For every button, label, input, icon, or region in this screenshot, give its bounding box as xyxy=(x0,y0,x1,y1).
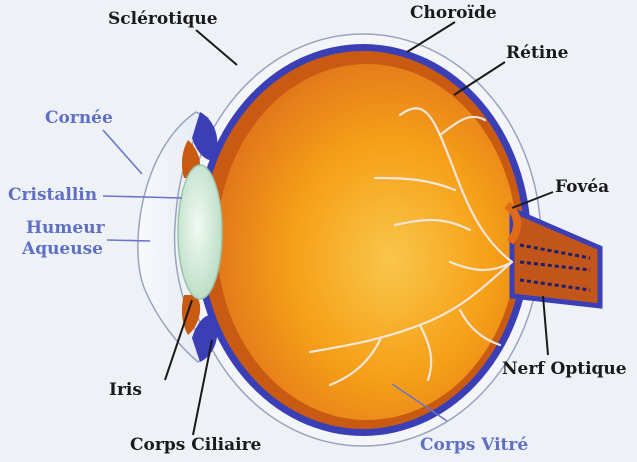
label-humeur-line2: Aqueuse xyxy=(21,239,103,259)
label-corps-ciliaire: Corps Ciliaire xyxy=(130,435,262,455)
label-fovea: Fovéa xyxy=(555,177,609,197)
label-retine: Rétine xyxy=(506,43,569,63)
label-sclerotique: Sclérotique xyxy=(108,9,218,29)
label-cristallin: Cristallin xyxy=(8,185,97,205)
label-humeur-line1: Humeur xyxy=(26,218,106,238)
label-cornee: Cornée xyxy=(45,108,113,128)
lens xyxy=(178,165,222,299)
label-choroide: Choroïde xyxy=(410,3,497,23)
label-iris: Iris xyxy=(109,380,142,400)
label-nerf-optique: Nerf Optique xyxy=(502,359,627,379)
label-corps-vitre: Corps Vitré xyxy=(420,435,528,455)
